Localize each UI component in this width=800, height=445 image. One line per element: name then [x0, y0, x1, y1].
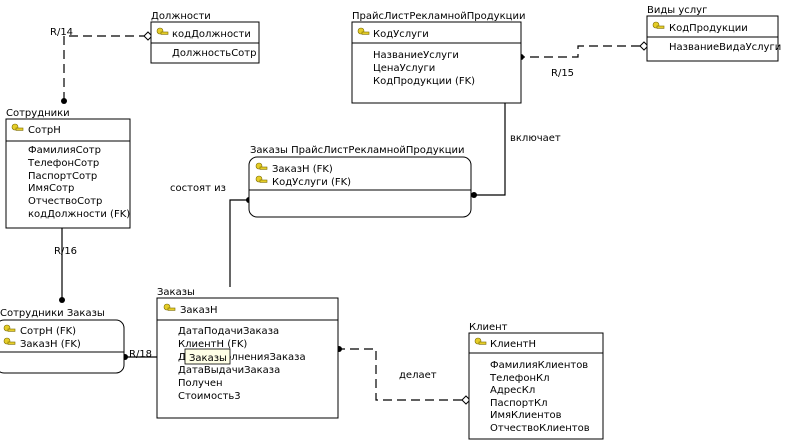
relationship-label-vklyuchaet: включает	[510, 133, 561, 144]
entity-dolzhnosti[interactable]: Должности кодДолжности ДолжностьСотр	[150, 11, 260, 64]
entity-pk: кодДолжности	[172, 29, 251, 40]
entity-attr: ДатаВыдачиЗаказа	[178, 365, 280, 376]
entity-vidy-uslug[interactable]: Виды услуг КодПродукции НазваниеВидаУслу…	[646, 5, 781, 62]
entity-klient[interactable]: Клиент КлиентН ФамилияКлиентов ТелефонКл…	[468, 322, 604, 440]
key-icon	[3, 324, 16, 332]
entity-pk: СотрН	[28, 125, 61, 136]
relationship-sostoit-iz: состоят из	[170, 183, 252, 287]
relationship-r18: R/18	[122, 349, 157, 360]
entity-zakazy[interactable]: Заказы ЗаказН ДатаПодачиЗаказа КлиентН (…	[156, 287, 339, 419]
entity-attr: ОтчествоКлиентов	[490, 423, 590, 434]
entity-zakazy-praislist[interactable]: Заказы ПрайсЛистРекламнойПродукции Заказ…	[248, 145, 472, 218]
relationship-label-r16: R/16	[54, 246, 77, 257]
entity-attr: ПаспортСотр	[28, 171, 97, 182]
entity-attr: ДатаВыполненияЗаказа	[178, 352, 306, 363]
entity-attr: ФамилияКлиентов	[490, 360, 588, 371]
entity-pk: КодУслуги	[373, 29, 429, 40]
tooltip-text: Заказы	[189, 353, 227, 364]
entity-attr: ТелефонСотр	[27, 158, 99, 169]
entity-attr: АдресКл	[490, 385, 535, 396]
entity-sotrudniki[interactable]: Сотрудники СотрН ФамилияСотр ТелефонСотр…	[5, 108, 131, 229]
entity-attr: ПаспортКл	[490, 398, 547, 409]
entity-pk: СотрН (FK)	[20, 326, 76, 337]
entity-attr: ОтчествоСотр	[28, 196, 102, 207]
key-icon	[163, 303, 176, 311]
entity-attr: ФамилияСотр	[28, 145, 101, 156]
entity-title: Сотрудники	[6, 108, 70, 119]
relationship-label-r14: R/14	[50, 27, 73, 38]
tooltip: Заказы	[184, 348, 231, 365]
entity-attr: КлиентН (FK)	[178, 339, 247, 350]
key-icon	[156, 27, 169, 35]
entity-attr: Получен	[178, 378, 223, 389]
relationship-r16: R/16	[54, 228, 77, 303]
entity-pk: ЗаказН	[180, 305, 218, 316]
entity-pk: КодУслуги (FK)	[272, 177, 351, 188]
key-icon	[255, 162, 268, 170]
relationship-label-r15: R/15	[551, 68, 574, 79]
entity-title: Клиент	[469, 322, 508, 333]
entity-attr: ДолжностьСотр	[172, 48, 256, 59]
entity-praislist[interactable]: ПрайсЛистРекламнойПродукции КодУслуги На…	[351, 11, 525, 104]
key-icon	[474, 337, 487, 345]
entity-title: ПрайсЛистРекламнойПродукции	[352, 11, 525, 22]
entity-attr: КодПродукции (FK)	[373, 76, 475, 87]
key-icon	[3, 337, 16, 345]
entity-attr: кодДолжности (FK)	[28, 209, 130, 220]
key-icon	[255, 175, 268, 183]
entity-pk: ЗаказН (FK)	[20, 339, 81, 350]
entity-pk: КодПродукции	[669, 23, 748, 34]
entity-attr: ДатаПодачиЗаказа	[178, 326, 279, 337]
relationship-label-r18: R/18	[129, 349, 152, 360]
key-icon	[357, 27, 370, 35]
relationship-r14: R/14	[50, 27, 153, 104]
relationship-r15: R/15	[518, 41, 649, 79]
entity-pk: КлиентН	[490, 339, 536, 350]
relationship-delaet: делает	[336, 346, 471, 405]
entity-pk: ЗаказН (FK)	[272, 164, 333, 175]
entity-attr: Стоимость3	[178, 391, 241, 402]
entity-title: Заказы	[157, 287, 195, 298]
entity-title: Сотрудники Заказы	[0, 308, 105, 319]
entity-attr: ТелефонКл	[489, 373, 550, 384]
entity-attr: НазваниеВидаУслуги	[669, 42, 781, 53]
entity-attr: ЦенаУслуги	[373, 63, 435, 74]
entity-title: Заказы ПрайсЛистРекламнойПродукции	[250, 145, 465, 156]
relationship-label-sostoit-iz: состоят из	[170, 183, 226, 194]
entity-title: Виды услуг	[647, 5, 707, 16]
entity-attr: ИмяСотр	[28, 183, 74, 194]
entity-sotrudniki-zakazy[interactable]: Сотрудники Заказы СотрН (FK) ЗаказН (FK)	[0, 308, 125, 374]
key-icon	[11, 123, 24, 131]
relationship-vklyuchaet: включает	[471, 103, 561, 198]
entity-attr: ИмяКлиентов	[490, 410, 562, 421]
relationship-label-delaet: делает	[399, 370, 437, 381]
entity-attr: НазваниеУслуги	[373, 50, 459, 61]
key-icon	[652, 21, 665, 29]
entity-title: Должности	[151, 11, 211, 22]
